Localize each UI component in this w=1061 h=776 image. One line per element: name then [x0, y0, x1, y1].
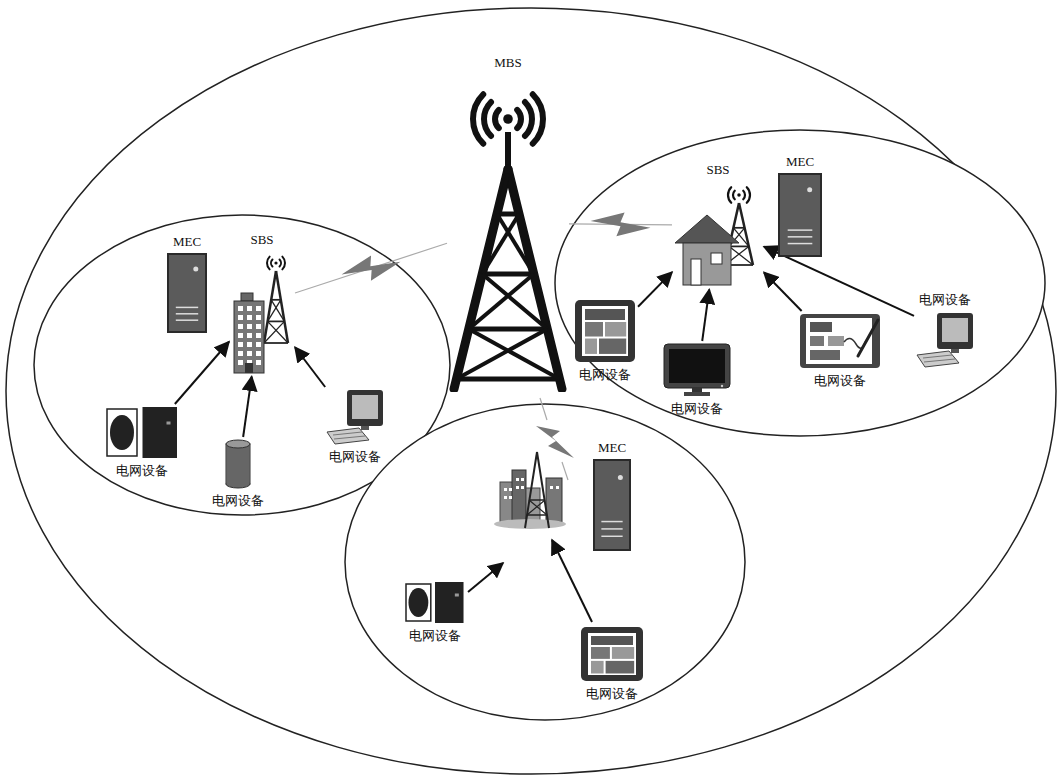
small-cell	[555, 130, 1045, 436]
arrow-line	[764, 272, 802, 311]
node-label: 电网设备	[116, 463, 168, 479]
uplink-arrow	[702, 290, 709, 341]
grid-device: 电网设备	[105, 405, 180, 479]
server-picture	[167, 253, 207, 333]
node-label: 电网设备	[814, 373, 866, 389]
pc-picture	[915, 311, 975, 369]
arrow-line	[638, 272, 672, 307]
tablet-icon	[573, 298, 637, 364]
node-label: 电网设备	[919, 292, 971, 308]
pc-picture	[325, 388, 385, 446]
node-label: SBS	[706, 162, 729, 178]
cyl-picture	[224, 438, 252, 490]
server-icon	[593, 459, 631, 551]
arrow-line	[764, 247, 914, 316]
uplink-arrow	[764, 272, 802, 311]
mec-server: MEC	[167, 234, 207, 333]
node-label: 电网设备	[671, 401, 723, 417]
node-label: MEC	[598, 440, 626, 456]
grid-device: 电网设备	[325, 388, 385, 465]
monitor-icon	[662, 342, 732, 398]
arrow-line	[175, 342, 229, 404]
uplink-arrow	[552, 540, 592, 622]
house-icon	[673, 181, 763, 289]
wireless-link	[295, 243, 447, 293]
node-label: SBS	[250, 232, 273, 248]
lightning-bolt	[590, 212, 650, 237]
tower-icon	[448, 74, 568, 392]
node-label: MEC	[173, 234, 201, 250]
node-label: 电网设备	[409, 628, 461, 644]
tablet-picture	[579, 625, 645, 683]
grid-device: 电网设备	[404, 580, 466, 644]
grid-device: 电网设备	[579, 625, 645, 702]
lightning-bolt	[339, 247, 403, 288]
mec-server: MEC	[778, 154, 822, 257]
grid-device: 电网设备	[573, 298, 637, 383]
door-picture	[404, 580, 466, 625]
uplink-arrow	[295, 347, 325, 387]
arrow-line	[702, 290, 709, 341]
uplink-arrow	[175, 342, 229, 404]
server-picture	[593, 459, 631, 551]
server-icon	[167, 253, 207, 333]
node-label: 电网设备	[579, 367, 631, 383]
arrow-line	[243, 377, 252, 437]
pc-icon	[915, 311, 975, 369]
small-base-station: SBS	[230, 232, 294, 376]
uplink-arrow	[243, 377, 252, 437]
house-picture	[673, 181, 763, 289]
wireless-link	[569, 212, 672, 237]
node-label: MBS	[494, 55, 521, 71]
node-label: 电网设备	[212, 493, 264, 509]
small-base-station	[494, 452, 566, 529]
node-label: 电网设备	[586, 686, 638, 702]
uplink-arrow	[764, 247, 914, 316]
grid-device: 电网设备	[798, 312, 882, 389]
door-icon	[404, 580, 466, 625]
grid-device: 电网设备	[915, 292, 975, 369]
pc-icon	[325, 388, 385, 446]
door-picture	[105, 405, 180, 460]
arrow-line	[295, 347, 325, 387]
server-picture	[778, 173, 822, 257]
grid-device: 电网设备	[662, 342, 732, 417]
pen-icon	[798, 312, 882, 370]
server-icon	[778, 173, 822, 257]
door-icon	[105, 405, 180, 460]
bldg-picture	[230, 251, 294, 376]
grid-device: 电网设备	[212, 438, 264, 509]
monitor-picture	[662, 342, 732, 398]
tablet-icon	[579, 625, 645, 683]
macro-base-station: MBS	[448, 55, 568, 392]
wireless-link	[536, 398, 574, 480]
link-line	[295, 243, 447, 293]
small-cell	[345, 404, 745, 720]
tablet-picture	[573, 298, 637, 364]
mec-server: MEC	[593, 440, 631, 551]
node-label: MEC	[786, 154, 814, 170]
macro-cell	[6, 8, 1056, 774]
tower-picture	[448, 74, 568, 392]
uplink-arrow	[638, 272, 672, 307]
pen-picture	[798, 312, 882, 370]
small-base-station: SBS	[673, 162, 763, 289]
uplink-arrow	[468, 563, 503, 592]
bldg-icon	[230, 251, 294, 376]
node-label: 电网设备	[329, 449, 381, 465]
cyl-icon	[224, 438, 252, 490]
